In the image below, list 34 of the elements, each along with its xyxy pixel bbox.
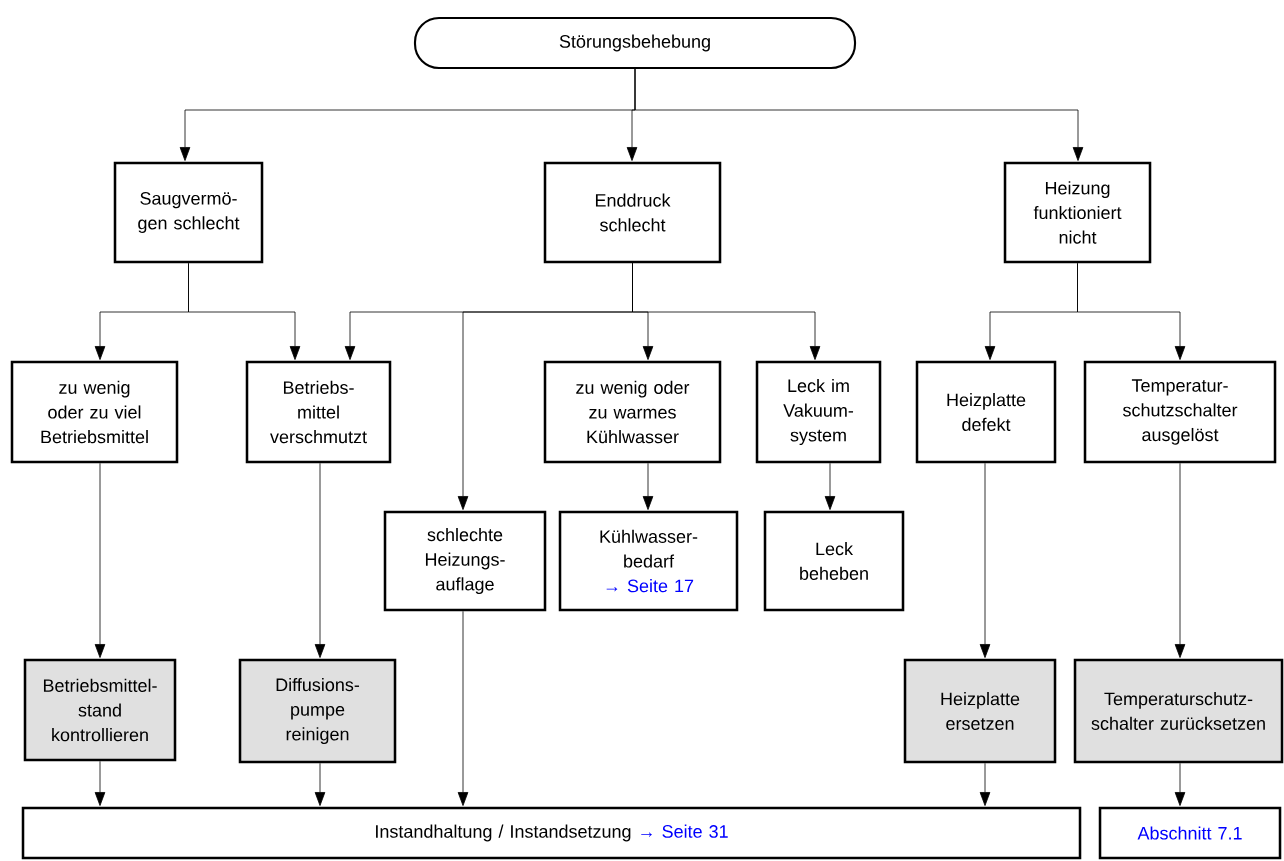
- arrow: [1174, 462, 1186, 658]
- arrow: [824, 462, 836, 510]
- process-box: Temperatur- schutzschalter ausgelöst: [1083, 360, 1277, 464]
- arrow: [634, 68, 1084, 161]
- process-box: Leck beheben: [763, 510, 905, 612]
- process-box: Kühlwasser- bedarf → Seite 17: [558, 510, 739, 612]
- arrow: [1174, 762, 1186, 806]
- action-box: Heizplatte ersetzen: [903, 658, 1057, 764]
- arrow: [979, 462, 991, 658]
- arrow: [94, 462, 106, 658]
- arrow: [314, 762, 326, 806]
- process-box: zu wenig oder zu warmes Kühlwasser: [543, 360, 722, 464]
- arrow: [188, 262, 301, 360]
- arrow: [457, 610, 469, 806]
- arrow: [642, 462, 654, 510]
- process-box: Saugvermö- gen schlecht: [113, 161, 264, 264]
- arrow: [632, 262, 821, 360]
- process-box: Heizplatte defekt: [915, 360, 1057, 464]
- start-terminal: Störungsbehebung: [413, 16, 857, 70]
- process-box: Enddruck schlecht: [543, 161, 722, 264]
- process-box: Betriebs- mittel verschmutzt: [245, 360, 392, 464]
- arrow: [1077, 262, 1186, 360]
- arrow: [979, 762, 991, 806]
- reference-box: Abschnitt 7.1: [1098, 806, 1282, 860]
- arrow: [94, 760, 106, 806]
- action-box: Betriebsmittel- stand kontrollieren: [23, 658, 177, 762]
- process-box: zu wenig oder zu viel Betriebsmittel: [10, 360, 179, 464]
- arrow: [314, 462, 326, 658]
- process-box: schlechte Heizungs- auflage: [383, 510, 547, 612]
- action-box: Diffusions- pumpe reinigen: [238, 658, 397, 764]
- reference-box: Instandhaltung / Instandsetzung → Seite 31: [21, 806, 1082, 860]
- action-box: Temperaturschutz- schalter zurücksetzen: [1073, 658, 1284, 764]
- process-box: Heizung funktioniert nicht: [1003, 161, 1152, 264]
- process-box: Leck im Vakuum- system: [755, 360, 882, 464]
